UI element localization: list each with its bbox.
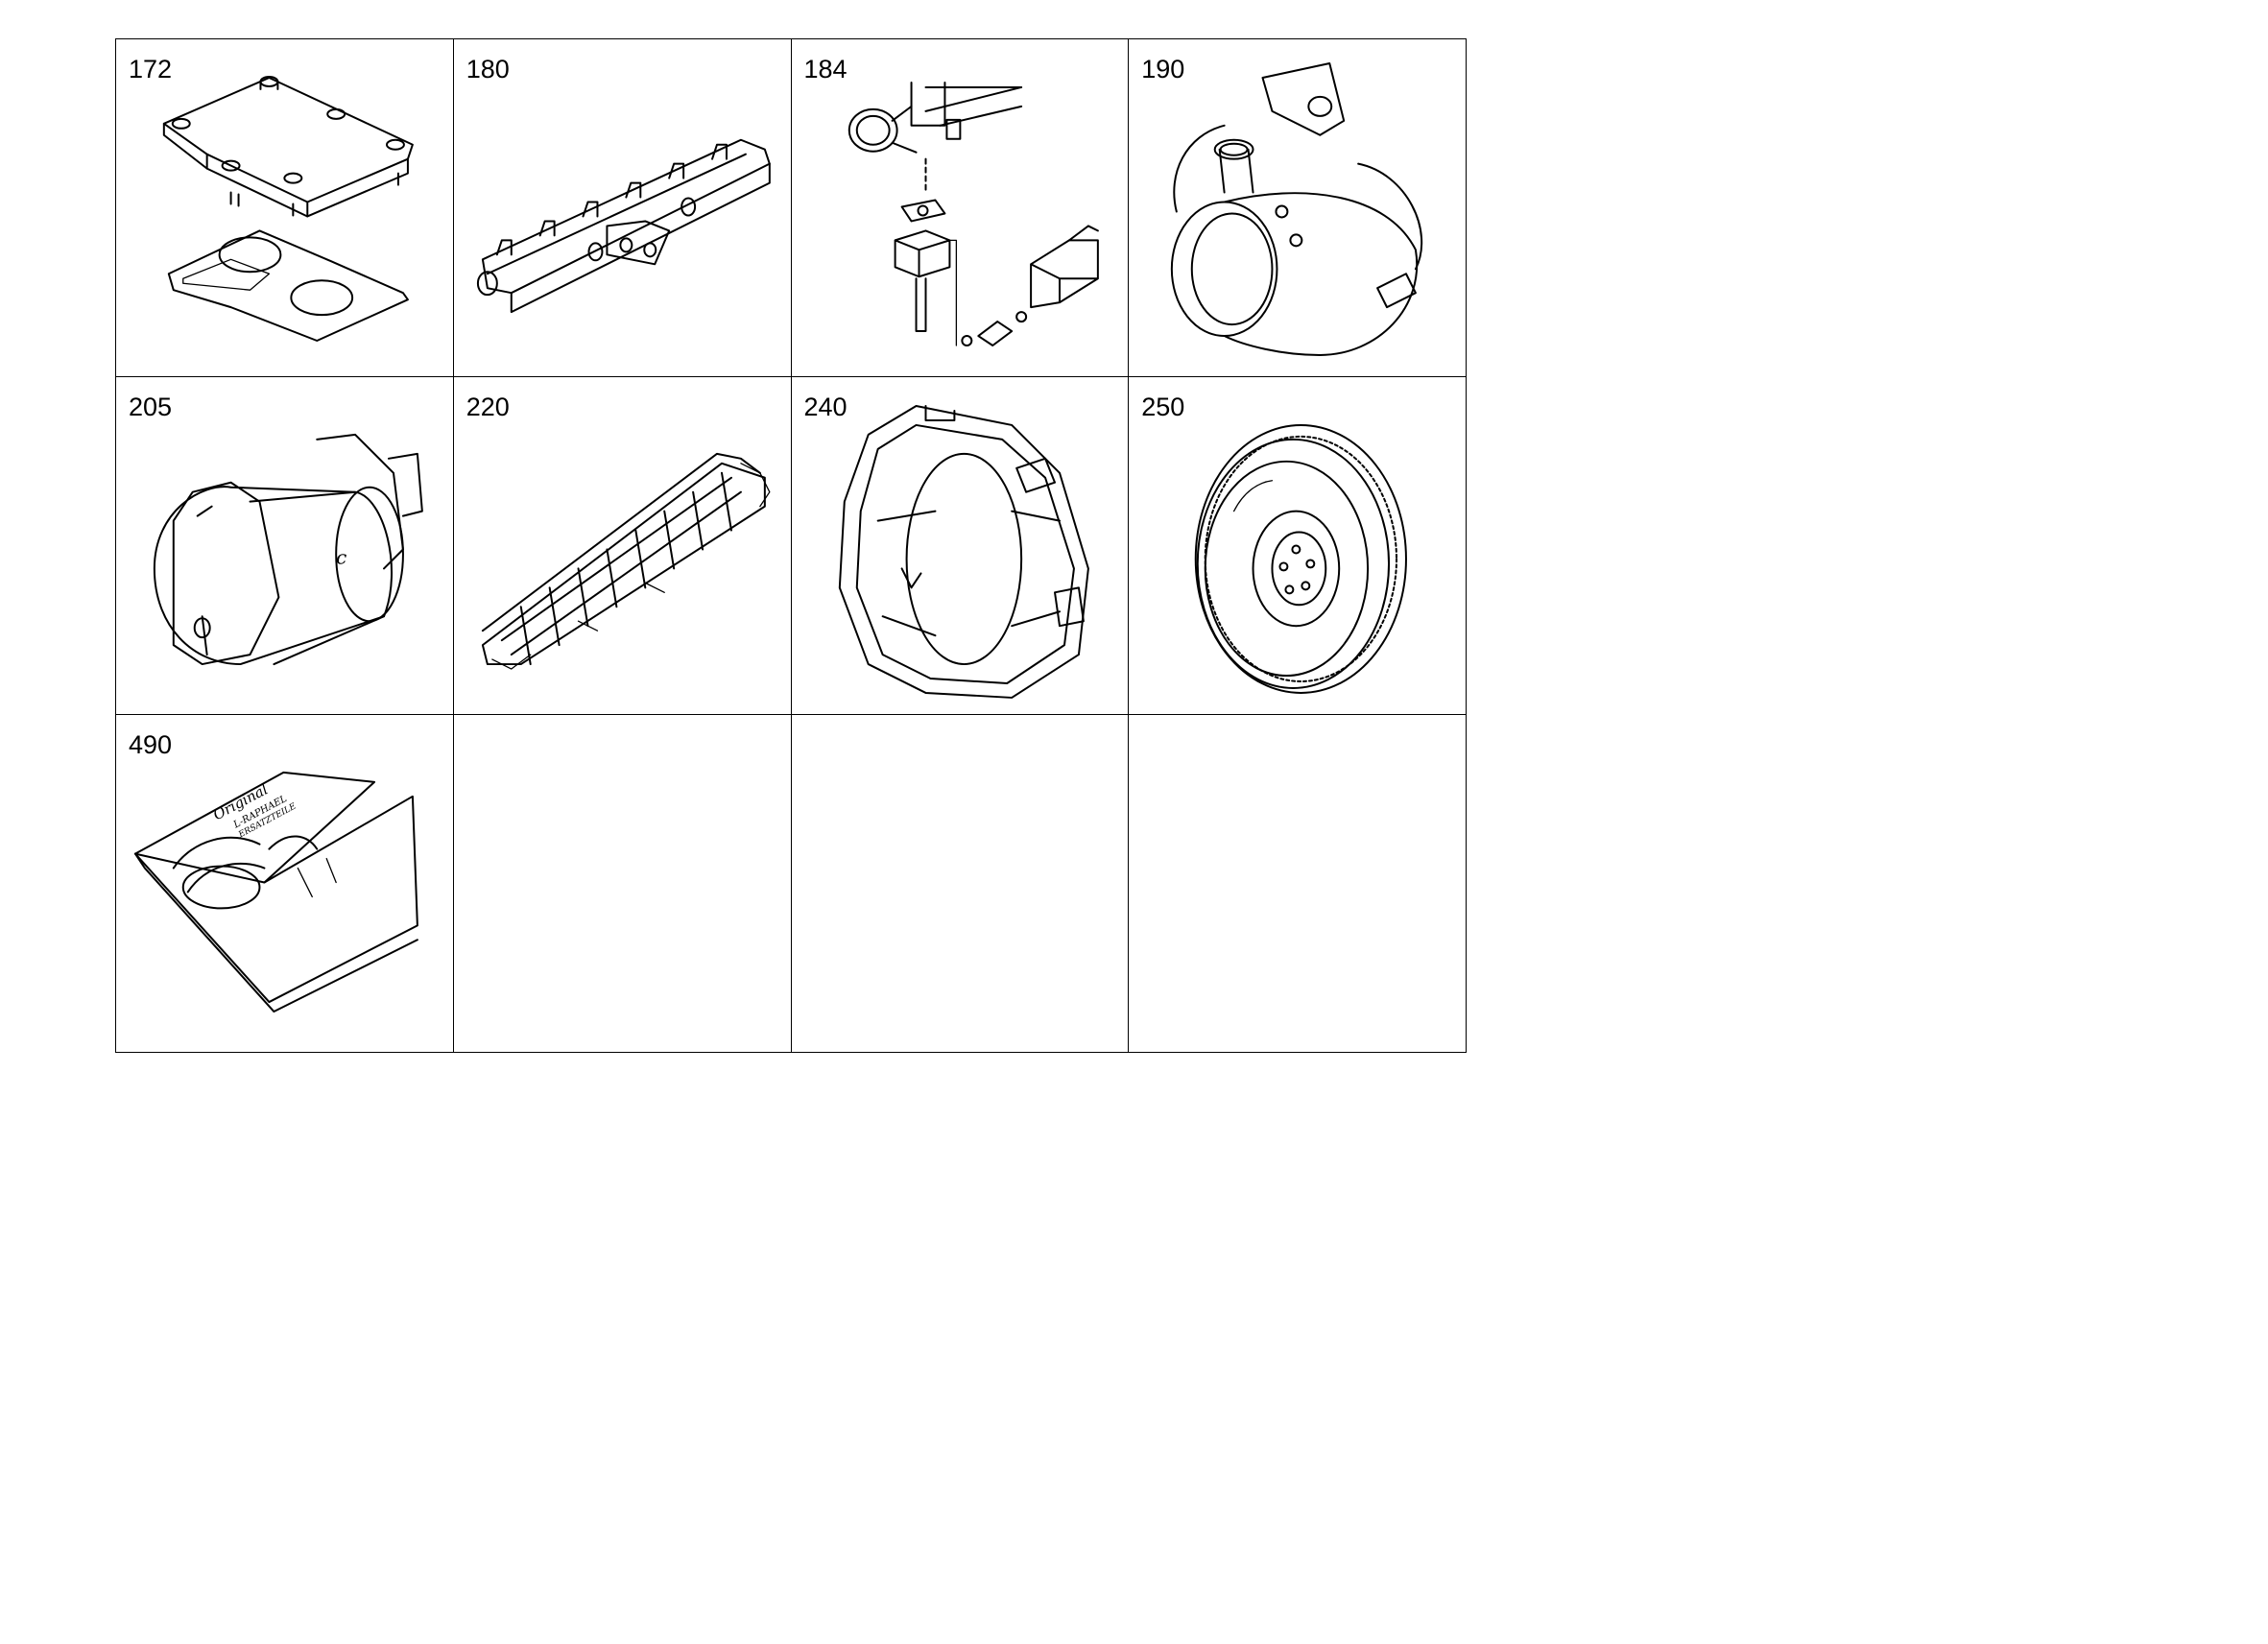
cover-plate-with-gasket-icon bbox=[162, 75, 414, 343]
parts-grid: 172 180 bbox=[115, 38, 1467, 1053]
starter-motor-icon: c bbox=[153, 433, 423, 666]
empty-cell bbox=[1129, 715, 1467, 1053]
part-cell-250[interactable]: 250 bbox=[1129, 377, 1467, 715]
part-number: 190 bbox=[1141, 55, 1185, 83]
part-cell-240[interactable]: 240 bbox=[791, 377, 1130, 715]
part-cell-190[interactable]: 190 bbox=[1129, 39, 1467, 377]
part-cell-180[interactable]: 180 bbox=[453, 39, 792, 377]
gasket-kit-package-icon: Original L-RAPHAEL ERSATZTEILE bbox=[133, 771, 418, 1013]
part-cell-490[interactable]: 490 Original L-RAPHAEL ERSATZTEILE bbox=[116, 715, 454, 1053]
part-number: 490 bbox=[129, 730, 173, 759]
svg-text:c: c bbox=[336, 546, 346, 568]
part-number: 184 bbox=[803, 55, 848, 83]
turbocharger-icon bbox=[1171, 62, 1423, 356]
part-cell-172[interactable]: 172 bbox=[116, 39, 454, 377]
part-number: 180 bbox=[466, 55, 510, 83]
part-number: 205 bbox=[129, 393, 173, 421]
intake-manifold-icon bbox=[481, 452, 771, 670]
flywheel-housing-icon bbox=[838, 405, 1089, 699]
exhaust-manifold-icon bbox=[476, 138, 771, 314]
part-number: 172 bbox=[129, 55, 173, 83]
part-cell-205[interactable]: 205 c bbox=[116, 377, 454, 715]
part-number: 250 bbox=[1141, 393, 1185, 421]
part-cell-184[interactable]: 184 bbox=[791, 39, 1130, 377]
part-number: 240 bbox=[803, 393, 848, 421]
thermostat-assembly-icon bbox=[848, 81, 1099, 346]
part-number: 220 bbox=[466, 393, 510, 421]
flywheel-icon bbox=[1195, 423, 1408, 694]
empty-cell bbox=[453, 715, 792, 1053]
empty-cell bbox=[791, 715, 1130, 1053]
part-cell-220[interactable]: 220 bbox=[453, 377, 792, 715]
